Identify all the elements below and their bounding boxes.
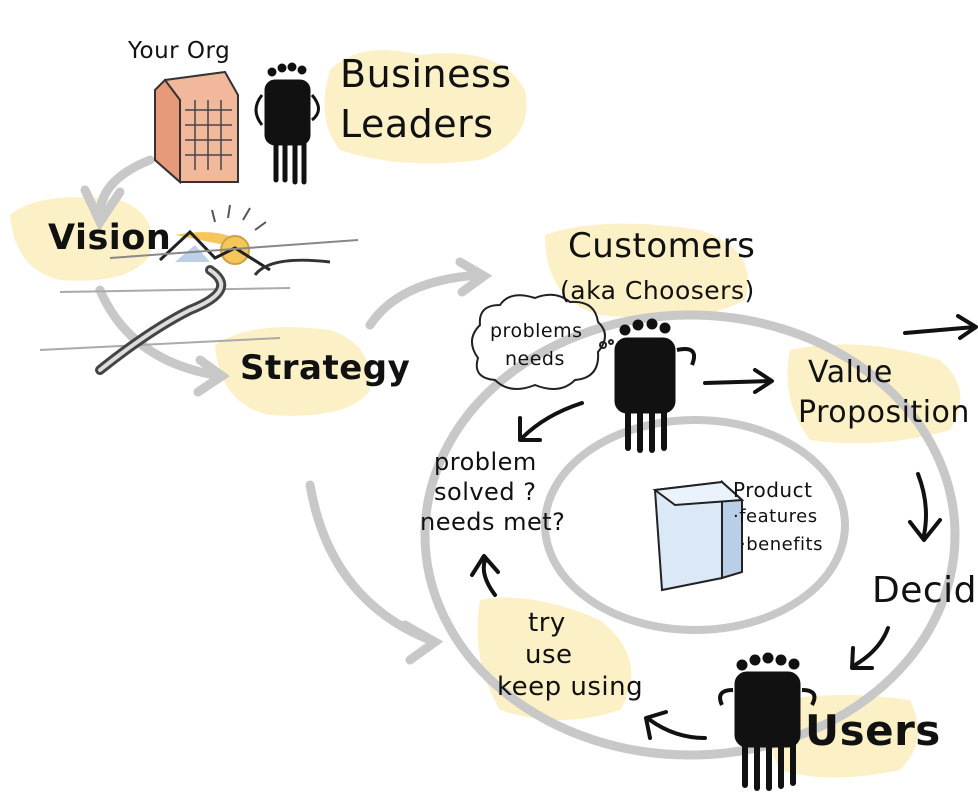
- problem-solved-label-line3: needs met?: [420, 508, 566, 536]
- product-label: Product: [733, 478, 813, 502]
- users-label: Users: [805, 706, 941, 755]
- try-label: try: [528, 608, 566, 638]
- problem-solved-label-line2: solved ?: [434, 478, 537, 506]
- business-leaders-figure: [254, 62, 320, 185]
- aka-choosers-label: (aka Choosers): [560, 276, 755, 305]
- keep-using-label: keep using: [497, 672, 644, 702]
- value-proposition-label-line2: Proposition: [798, 395, 970, 430]
- use-label: use: [525, 640, 573, 670]
- building-icon: [153, 70, 239, 185]
- vision-landscape-illustration: [39, 204, 359, 375]
- problem-solved-label-line1: problem: [434, 448, 537, 476]
- flow-arrows: [470, 314, 978, 740]
- decide-label: Decide: [872, 570, 978, 611]
- business-leaders-label-line1: Business: [340, 52, 512, 96]
- vision-label: Vision: [48, 218, 172, 258]
- business-leaders-label-line2: Leaders: [340, 102, 494, 146]
- benefits-label: ·benefits: [740, 534, 823, 555]
- strategy-label: Strategy: [240, 348, 411, 388]
- needs-label: needs: [505, 348, 565, 370]
- customers-label: Customers: [568, 226, 756, 266]
- value-proposition-label-line1: Value: [808, 355, 893, 390]
- thought-cloud: [471, 293, 614, 390]
- your-org-label: Your Org: [128, 38, 231, 64]
- users-figure: [718, 652, 817, 791]
- features-label: ·features: [733, 506, 818, 527]
- product-box-icon: [652, 479, 745, 592]
- customers-figure: [614, 318, 697, 453]
- highlight-blobs: [10, 50, 961, 778]
- problems-label: problems: [490, 320, 583, 342]
- grey-flow-arrows: [80, 155, 960, 760]
